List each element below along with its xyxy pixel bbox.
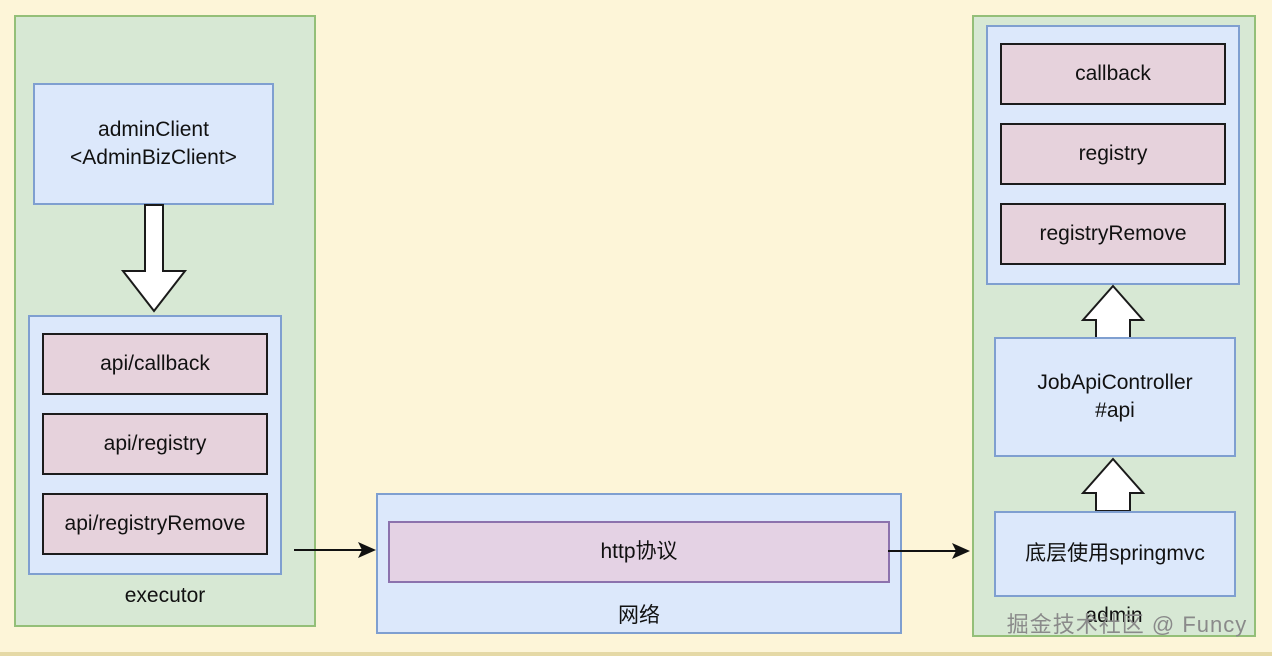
admin-api-registry-remove: registryRemove xyxy=(1000,203,1226,265)
admin-api-registry: registry xyxy=(1000,123,1226,185)
watermark-text: 掘金技术社区 @ Funcy xyxy=(1006,612,1248,637)
springmvc-box: 底层使用springmvc xyxy=(994,511,1236,597)
admin-api-callback: callback xyxy=(1000,43,1226,105)
job-api-controller-box: JobApiController #api xyxy=(994,337,1236,457)
admin-label: admin xyxy=(1085,604,1143,627)
http-protocol-box: http协议 xyxy=(388,521,890,583)
executor-api-registry: api/registry xyxy=(42,413,268,475)
executor-api-registry-remove: api/registryRemove xyxy=(42,493,268,555)
executor-api-callback: api/callback xyxy=(42,333,268,395)
admin-client-box: adminClient <AdminBizClient> xyxy=(33,83,274,205)
executor-to-network-arrow xyxy=(294,542,376,558)
bottom-border xyxy=(0,652,1272,656)
network-label: 网络 xyxy=(618,604,660,627)
executor-label: executor xyxy=(124,584,206,607)
down-arrow-icon xyxy=(120,204,188,313)
up-arrow-icon xyxy=(1080,457,1146,512)
network-to-admin-arrow xyxy=(888,543,970,559)
up-arrow-icon xyxy=(1080,284,1146,339)
